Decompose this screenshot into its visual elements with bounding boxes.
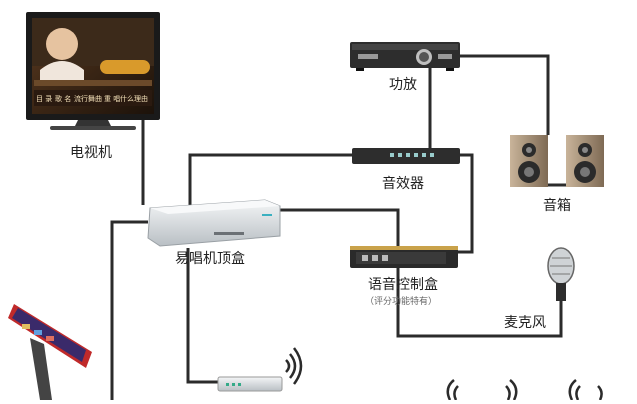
line-effects-voice xyxy=(458,153,474,254)
tv-menu-item: 歌 名 xyxy=(55,94,71,103)
settop-box-icon xyxy=(147,199,281,247)
tv-menu-item: 目 录 xyxy=(36,95,52,103)
amplifier-label: 功放 xyxy=(389,77,417,93)
line-voice-mic xyxy=(396,268,563,338)
line-amp-speakers xyxy=(460,54,550,135)
wifi-icon-bottom xyxy=(446,379,603,401)
line-effects-settop xyxy=(188,153,355,205)
amplifier-icon xyxy=(350,42,460,71)
voice-control-note: （评分功能特有） xyxy=(365,297,438,307)
effects-label: 音效器 xyxy=(382,176,424,192)
wifi-icon xyxy=(285,347,303,385)
router-icon xyxy=(217,376,283,392)
line-settop-router xyxy=(186,248,222,384)
tv-menu-item: 重 唱 xyxy=(104,95,120,103)
touch-screen-icon xyxy=(8,304,92,400)
line-settop-left xyxy=(110,220,148,400)
microphone-icon xyxy=(547,247,575,301)
voice-control-label: 语音控制盒 xyxy=(368,277,438,293)
settop-label: 易唱机顶盒 xyxy=(175,251,245,267)
speakers-label: 音箱 xyxy=(543,198,571,214)
tv-menu-item: 什么理由 xyxy=(120,94,148,103)
tv-icon xyxy=(26,12,160,130)
voice-control-box-icon xyxy=(350,246,458,268)
speakers-icon xyxy=(510,135,604,187)
tv-label: 电视机 xyxy=(70,145,112,161)
connection-lines xyxy=(110,54,570,400)
microphone-label: 麦克风 xyxy=(504,315,546,331)
tv-menu-item: 流行舞曲 xyxy=(74,94,102,103)
tv-menu: 目 录 歌 名 流行舞曲 重 唱 什么理由 xyxy=(36,94,148,103)
effects-unit-icon xyxy=(352,148,460,164)
line-settop-voice xyxy=(278,208,400,246)
